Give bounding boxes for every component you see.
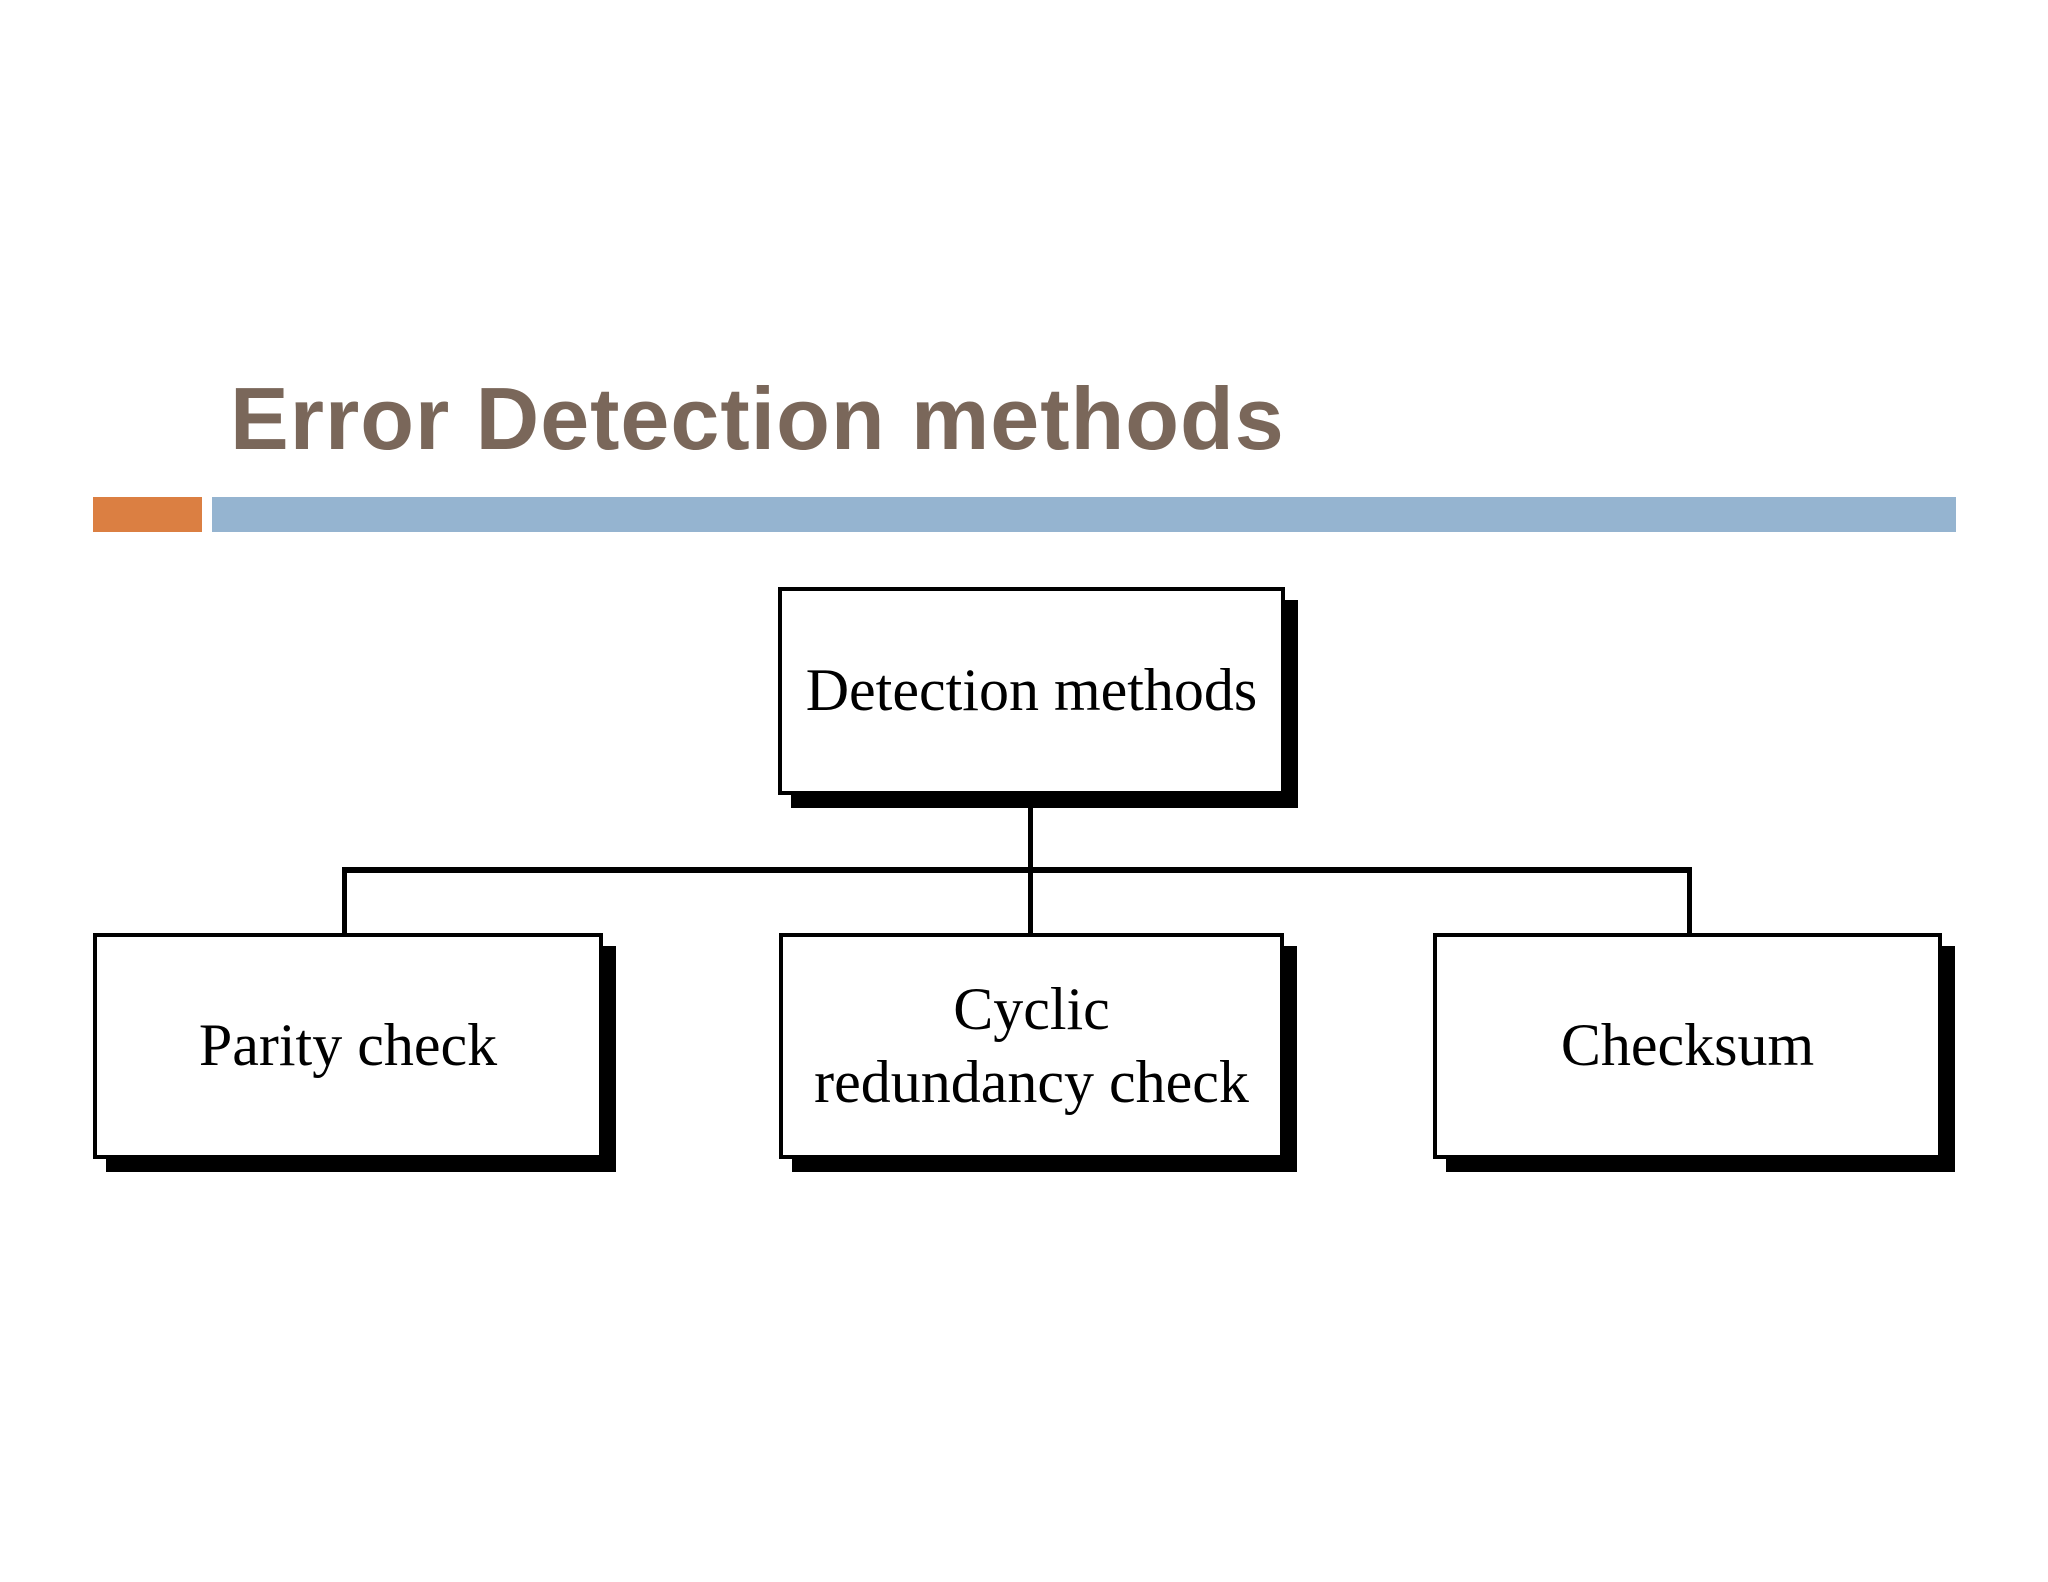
- node-detection-methods: Detection methods: [778, 587, 1285, 795]
- node-label: Parity check: [198, 1012, 498, 1079]
- connector-horizontal-bar: [342, 867, 1692, 873]
- connector-drop-checksum: [1687, 867, 1692, 933]
- accent-bar-orange: [93, 497, 202, 532]
- node-parity-check: Parity check: [93, 933, 603, 1159]
- node-checksum: Checksum: [1433, 933, 1942, 1159]
- connector-drop-parity: [342, 867, 347, 933]
- accent-bar-blue: [212, 497, 1956, 532]
- slide-title: Error Detection methods: [230, 369, 1285, 468]
- node-label: Checksum: [1560, 1012, 1815, 1079]
- node-label-line-1: Cyclic: [953, 975, 1110, 1042]
- connector-drop-crc: [1028, 867, 1033, 933]
- node-label: Detection methods: [805, 657, 1258, 724]
- connector-root-trunk: [1028, 793, 1033, 872]
- node-cyclic-redundancy-check: Cyclic redundancy check: [779, 933, 1284, 1159]
- node-label-line-2: redundancy check: [814, 1049, 1249, 1115]
